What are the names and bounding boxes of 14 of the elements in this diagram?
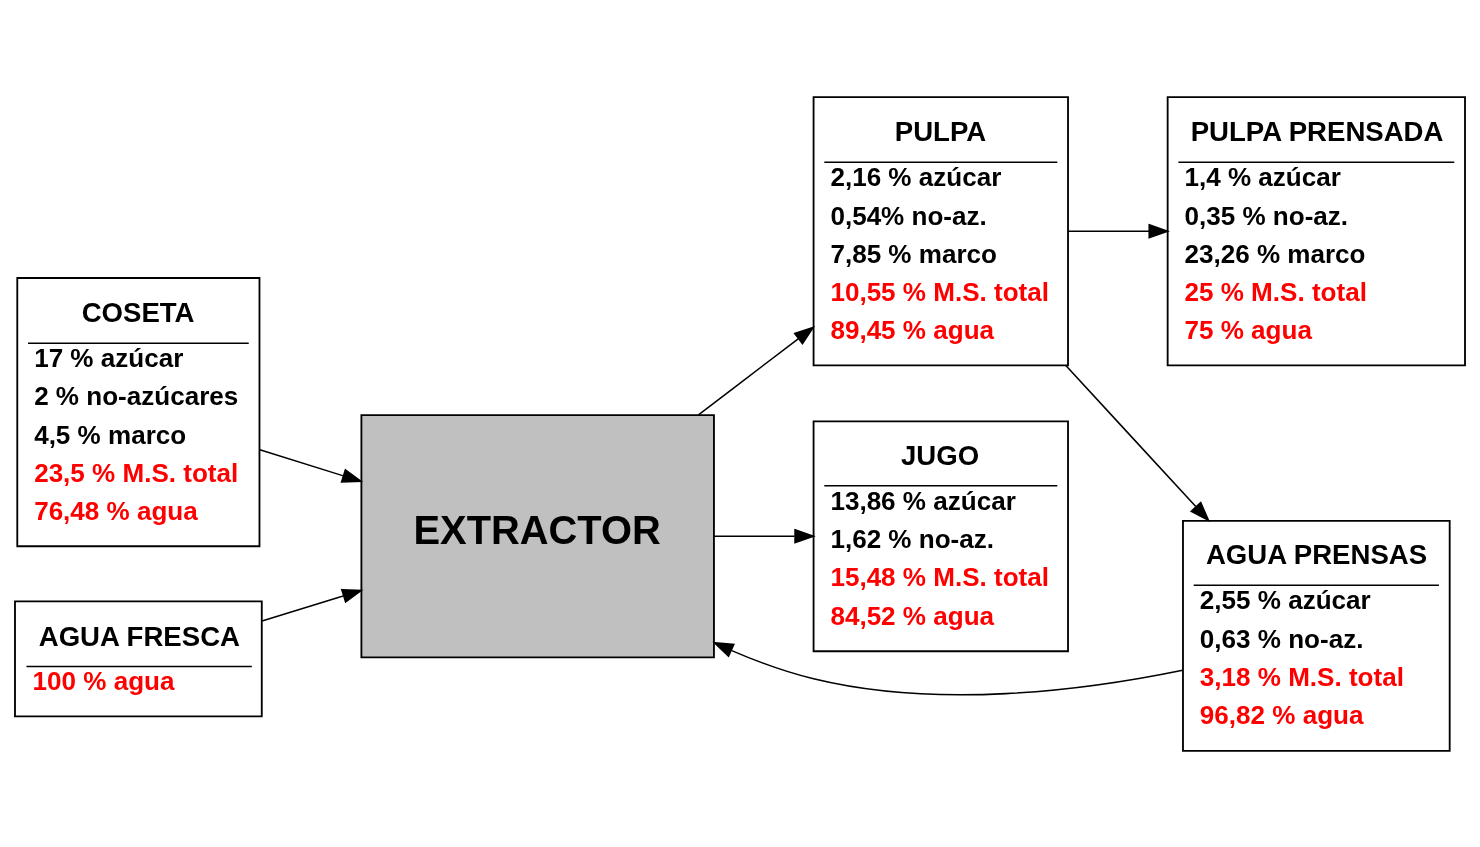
arrow (1065, 364, 1211, 522)
node-box: COSETA 17 % azúcar 2 % no-azúcares 4,5 % marco 23,5 % M.S. total 76,48 % agua (16, 276, 261, 547)
node-box: AGUA PRENSAS 2,55 % azúcar 0,63 % no-az. 3,18 % M.S. total 96,82 % agua (1182, 519, 1451, 752)
arrow (261, 588, 364, 622)
arrow (713, 528, 816, 544)
node-box: EXTRACTOR (360, 413, 715, 658)
node-box: PULPA 2,16 % azúcar 0,54% no-az. 7,85 % marco 10,55 % M.S. total 89,45 % agua (812, 95, 1069, 366)
node-box: AGUA FRESCA 100 % agua (14, 600, 263, 717)
node-box: PULPA PRENSADA 1,4 % azúcar 0,35 % no-az. 23,26 % marco 25 % M.S. total 75 % agua (1166, 95, 1466, 366)
node-box: JUGO 13,86 % azúcar 1,62 % no-az. 15,48 % M.S. total 84,52 % agua (812, 419, 1069, 652)
arrow (1067, 223, 1170, 239)
arrow (697, 325, 816, 416)
arrow (712, 641, 1184, 695)
arrow (259, 448, 364, 483)
